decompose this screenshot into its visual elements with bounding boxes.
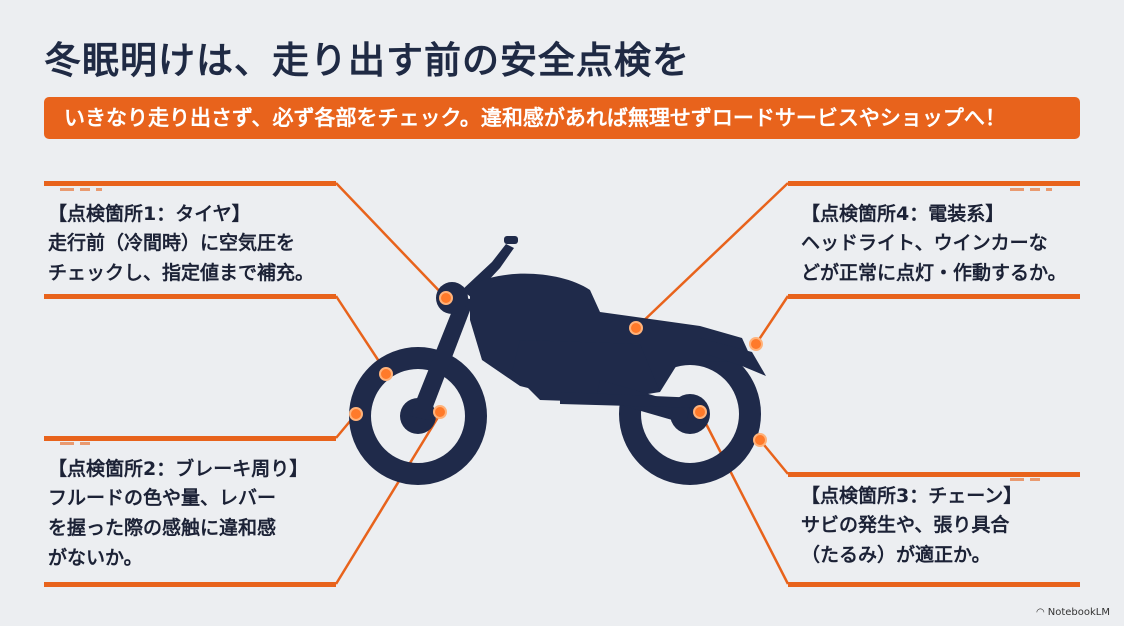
callout-tire-line1: 走行前（冷間時）に空気圧を [48, 232, 296, 254]
callout-electrical: 【点検箇所4：電装系】 ヘッドライト、ウインカーな どが正常に点灯・作動するか。 [801, 200, 1067, 288]
callout-tire-line2: チェックし、指定値まで補充。 [48, 262, 315, 284]
connector-lines [334, 182, 790, 585]
callout-brake-line2: を握った際の感触に違和感 [48, 517, 277, 539]
footer-brand-text: NotebookLM [1047, 607, 1110, 618]
callout-brake-line1: フルードの色や量、レバー [48, 487, 277, 509]
callout-tire-heading: 【点検箇所1：タイヤ】 [48, 203, 251, 225]
callout-tire: 【点検箇所1：タイヤ】 走行前（冷間時）に空気圧を チェックし、指定値まで補充。 [48, 200, 314, 288]
callout-chain-line2: （たるみ）が適正か。 [801, 544, 991, 566]
callout-chain: 【点検箇所3：チェーン】 サビの発生や、張り具合 （たるみ）が適正か。 [801, 482, 1022, 570]
callout-electrical-line1: ヘッドライト、ウインカーな [801, 232, 1048, 254]
page-title: 冬眠明けは、走り出す前の安全点検を [44, 39, 690, 82]
footer-brand: ◠NotebookLM [1036, 607, 1110, 618]
callout-chain-heading: 【点検箇所3：チェーン】 [801, 485, 1023, 507]
callout-electrical-heading: 【点検箇所4：電装系】 [801, 203, 1005, 225]
warning-banner: いきなり走り出さず、必ず各部をチェック。違和感があれば無理せずロードサービスやシ… [44, 97, 1080, 139]
notebooklm-logo-icon: ◠ [1036, 607, 1045, 618]
callout-brake-heading: 【点検箇所2：ブレーキ周り】 [48, 458, 309, 480]
callout-brake-line3: がないか。 [48, 547, 143, 569]
callout-bars [44, 181, 1080, 587]
callout-brake: 【点検箇所2：ブレーキ周り】 フルードの色や量、レバー を握った際の感触に違和感… [48, 455, 308, 573]
callout-electrical-line2: どが正常に点灯・作動するか。 [801, 262, 1067, 284]
inspection-points [349, 291, 767, 447]
callout-chain-line1: サビの発生や、張り具合 [801, 514, 1010, 536]
